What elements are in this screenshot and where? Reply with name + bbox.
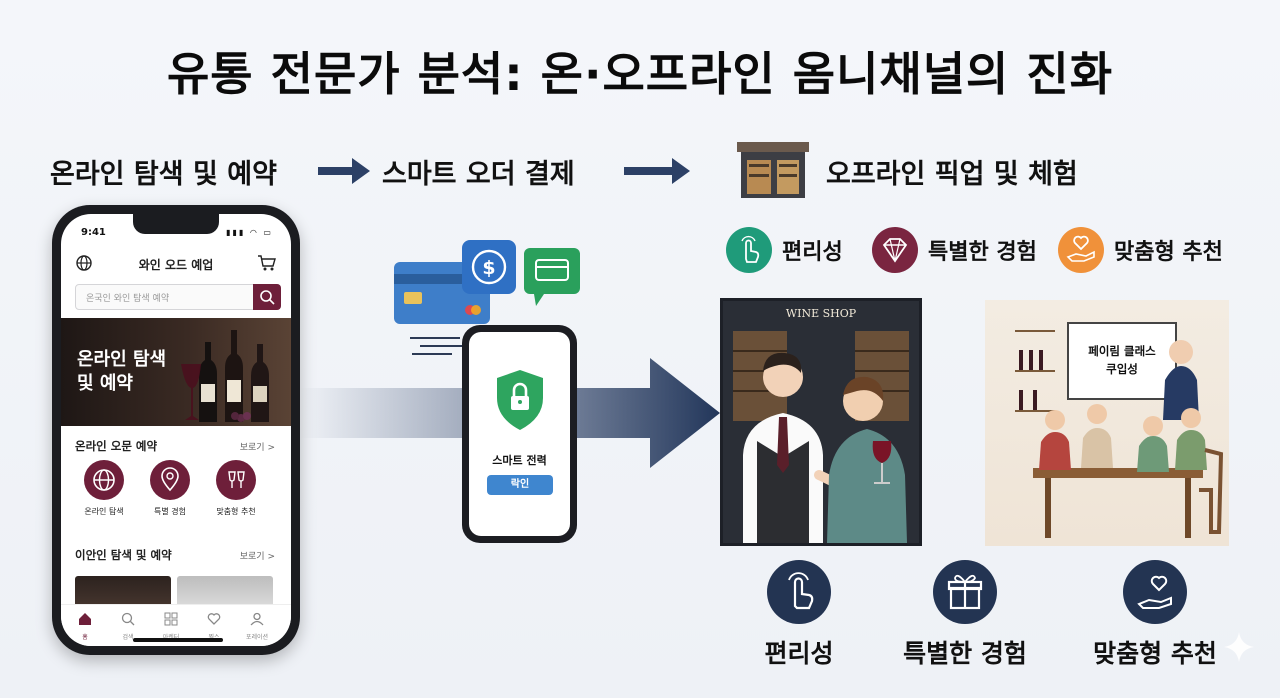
flow-arrow-icon bbox=[318, 158, 370, 184]
quick-label: 온라인 탐색 bbox=[84, 507, 124, 516]
payment-illustration: $ bbox=[394, 240, 580, 355]
tab-profile[interactable]: 포레이션 bbox=[237, 611, 277, 641]
security-shield-icon bbox=[497, 370, 543, 430]
feature-label: 편리성 bbox=[782, 240, 843, 265]
shop-sign: WINE SHOP bbox=[785, 307, 857, 320]
gift-icon bbox=[933, 560, 997, 624]
search-button[interactable] bbox=[253, 284, 281, 310]
app-header: 와인 오드 예업 bbox=[61, 252, 291, 278]
quick-menu-special-experience[interactable]: 특별 경험 bbox=[140, 460, 200, 517]
stage-payment-label: 스마트 오더 결제 bbox=[382, 159, 575, 190]
grid-icon bbox=[164, 612, 178, 626]
home-indicator bbox=[133, 638, 223, 642]
benefit-special-experience: 특별한 경험 bbox=[890, 560, 1040, 670]
cart-icon[interactable] bbox=[257, 254, 277, 272]
tab-wishlist[interactable]: 찜스 bbox=[194, 611, 234, 641]
payment-phone: 스마트 전력 락인 bbox=[462, 325, 577, 543]
home-icon bbox=[79, 613, 91, 625]
quick-label: 맞춤형 추천 bbox=[216, 507, 256, 516]
class-board: 페이림 클래스 쿠입성 bbox=[1067, 322, 1177, 400]
sparkle-icon bbox=[1224, 632, 1254, 662]
feature-label: 맞춤형 추천 bbox=[1114, 240, 1223, 265]
search-icon bbox=[121, 612, 135, 626]
tap-hand-icon bbox=[767, 560, 831, 624]
hero-banner[interactable]: 온라인 탐색 및 예약 bbox=[61, 318, 291, 426]
tab-home[interactable]: 홈 bbox=[65, 611, 105, 641]
benefit-label: 편리성 bbox=[764, 639, 834, 668]
status-time: 9:41 bbox=[81, 227, 106, 238]
quick-label: 특별 경험 bbox=[154, 507, 186, 516]
tab-bar: 홈 검색 아렌터 찜스 포레이션 bbox=[61, 604, 291, 646]
phone-screen: 9:41 ▮▮▮ ◠ ▭ 와인 오드 예업 온국인 와인 탐색 예약 bbox=[61, 214, 291, 646]
stage-online-label: 온라인 탐색 및 예약 bbox=[50, 159, 277, 190]
tab-calendar[interactable]: 아렌터 bbox=[151, 611, 191, 641]
feature-special-experience: 특별한 경험 bbox=[872, 227, 1037, 273]
search-icon bbox=[260, 290, 275, 305]
confirm-button[interactable]: 락인 bbox=[487, 475, 553, 495]
tap-hand-icon bbox=[726, 227, 772, 273]
benefit-label: 특별한 경험 bbox=[903, 639, 1027, 668]
benefit-label: 맞춤형 추천 bbox=[1093, 639, 1217, 668]
class-scene-image bbox=[1015, 330, 1224, 538]
wine-class-illustration: 페이림 클래스 쿠입성 bbox=[985, 300, 1229, 546]
location-pin-icon bbox=[150, 460, 190, 500]
wine-bottles-image bbox=[181, 330, 269, 422]
flow-arrow-icon bbox=[624, 158, 690, 184]
globe-icon[interactable] bbox=[75, 254, 93, 272]
tab-label: 검색 bbox=[122, 634, 134, 641]
shop-scene-image bbox=[733, 331, 909, 543]
quick-menu-online-search[interactable]: 온라인 탐색 bbox=[74, 460, 134, 517]
diamond-icon bbox=[872, 227, 918, 273]
app-title: 와인 오드 예업 bbox=[138, 258, 214, 272]
see-more-link[interactable]: 보로기 > bbox=[239, 443, 275, 453]
svg-text:$: $ bbox=[482, 257, 495, 279]
tab-label: 찜스 bbox=[194, 632, 234, 641]
tab-search[interactable]: 검색 bbox=[108, 611, 148, 641]
storefront-icon bbox=[737, 142, 809, 198]
tab-label: 포레이션 bbox=[245, 634, 269, 641]
heart-hand-icon bbox=[1123, 560, 1187, 624]
section-title: 온라인 오문 예약 bbox=[75, 439, 158, 453]
search-placeholder: 온국인 와인 탐색 예약 bbox=[86, 294, 170, 304]
section-title: 이안인 탐색 및 예약 bbox=[75, 548, 172, 562]
phone-notch bbox=[133, 214, 219, 234]
payment-screen-label: 스마트 전력 bbox=[492, 454, 547, 467]
hero-text: 온라인 탐색 및 예약 bbox=[77, 349, 167, 394]
benefit-personalized: 맞춤형 추천 bbox=[1080, 560, 1230, 670]
feature-personalized: 맞춤형 추천 bbox=[1058, 227, 1223, 273]
board-text-line1: 페이림 클래스 bbox=[1088, 344, 1156, 358]
quick-menu-recommendation[interactable]: 맞춤형 추천 bbox=[206, 460, 266, 517]
wine-shop-illustration: WINE SHOP bbox=[720, 298, 922, 546]
heart-icon bbox=[207, 613, 221, 625]
search-input[interactable]: 온국인 와인 탐색 예약 bbox=[75, 284, 281, 310]
tab-label: 홈 bbox=[82, 634, 88, 641]
payment-phone-screen: 스마트 전력 락인 bbox=[469, 332, 570, 536]
phone-mockup: 9:41 ▮▮▮ ◠ ▭ 와인 오드 예업 온국인 와인 탐색 예약 bbox=[52, 205, 300, 655]
see-more-link[interactable]: 보로기 > bbox=[239, 552, 275, 562]
heart-hand-icon bbox=[1058, 227, 1104, 273]
wine-glasses-icon bbox=[216, 460, 256, 500]
feature-convenience: 편리성 bbox=[726, 227, 843, 273]
tab-label: 아렌터 bbox=[151, 632, 191, 641]
globe-icon bbox=[84, 460, 124, 500]
benefit-convenience: 편리성 bbox=[724, 560, 874, 670]
stage-offline-label: 오프라인 픽업 및 체험 bbox=[826, 159, 1078, 190]
main-title: 유통 전문가 분석: 온·오프라인 옴니채널의 진화 bbox=[166, 47, 1114, 101]
feature-label: 특별한 경험 bbox=[928, 240, 1037, 265]
status-icons: ▮▮▮ ◠ ▭ bbox=[226, 228, 273, 237]
board-text: 페이림 클래스 쿠입성 bbox=[1069, 342, 1175, 378]
user-icon bbox=[250, 612, 264, 626]
board-text-line2: 쿠입성 bbox=[1106, 362, 1138, 376]
